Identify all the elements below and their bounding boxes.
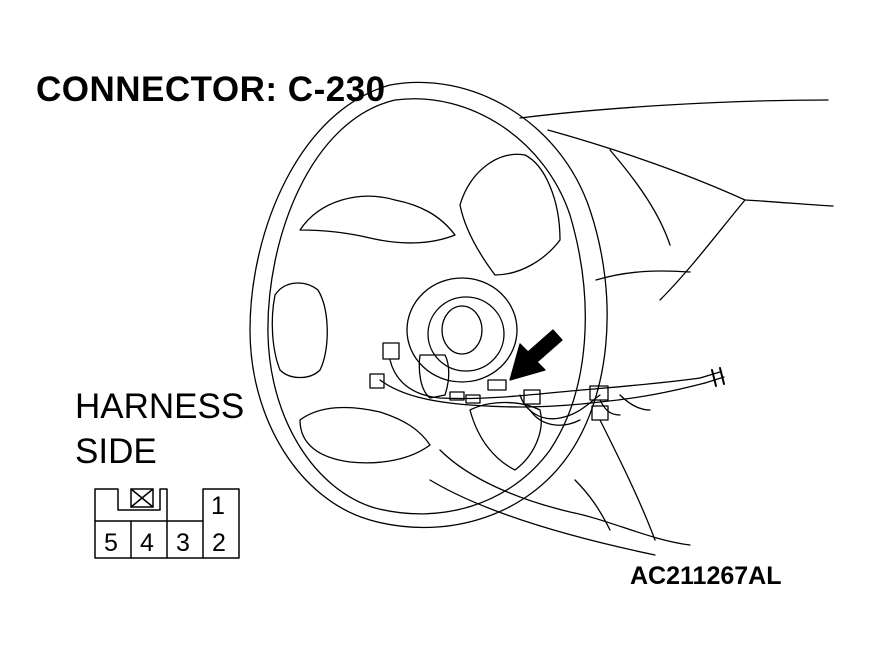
- connector-face: [94, 488, 240, 559]
- location-arrow: [509, 329, 563, 381]
- harness-label-line2: SIDE: [75, 432, 157, 471]
- pin-4: 4: [140, 529, 154, 557]
- figure-code: AC211267AL: [630, 562, 782, 590]
- column-lines: [429, 419, 691, 556]
- pin-2: 2: [212, 529, 226, 557]
- pin-5: 5: [104, 529, 118, 557]
- clock-spring: [406, 277, 518, 399]
- harness-side-label: HARNESS SIDE: [75, 384, 244, 474]
- pin-3: 3: [176, 529, 190, 557]
- connectors: [369, 342, 609, 421]
- dashboard-lines: [519, 99, 834, 301]
- connector-title: CONNECTOR: C-230: [36, 70, 386, 109]
- pin-1: 1: [211, 492, 225, 520]
- blocked-cavity-icon: [130, 488, 154, 508]
- steering-wheel: [249, 81, 608, 529]
- harness-label-line1: HARNESS: [75, 387, 245, 426]
